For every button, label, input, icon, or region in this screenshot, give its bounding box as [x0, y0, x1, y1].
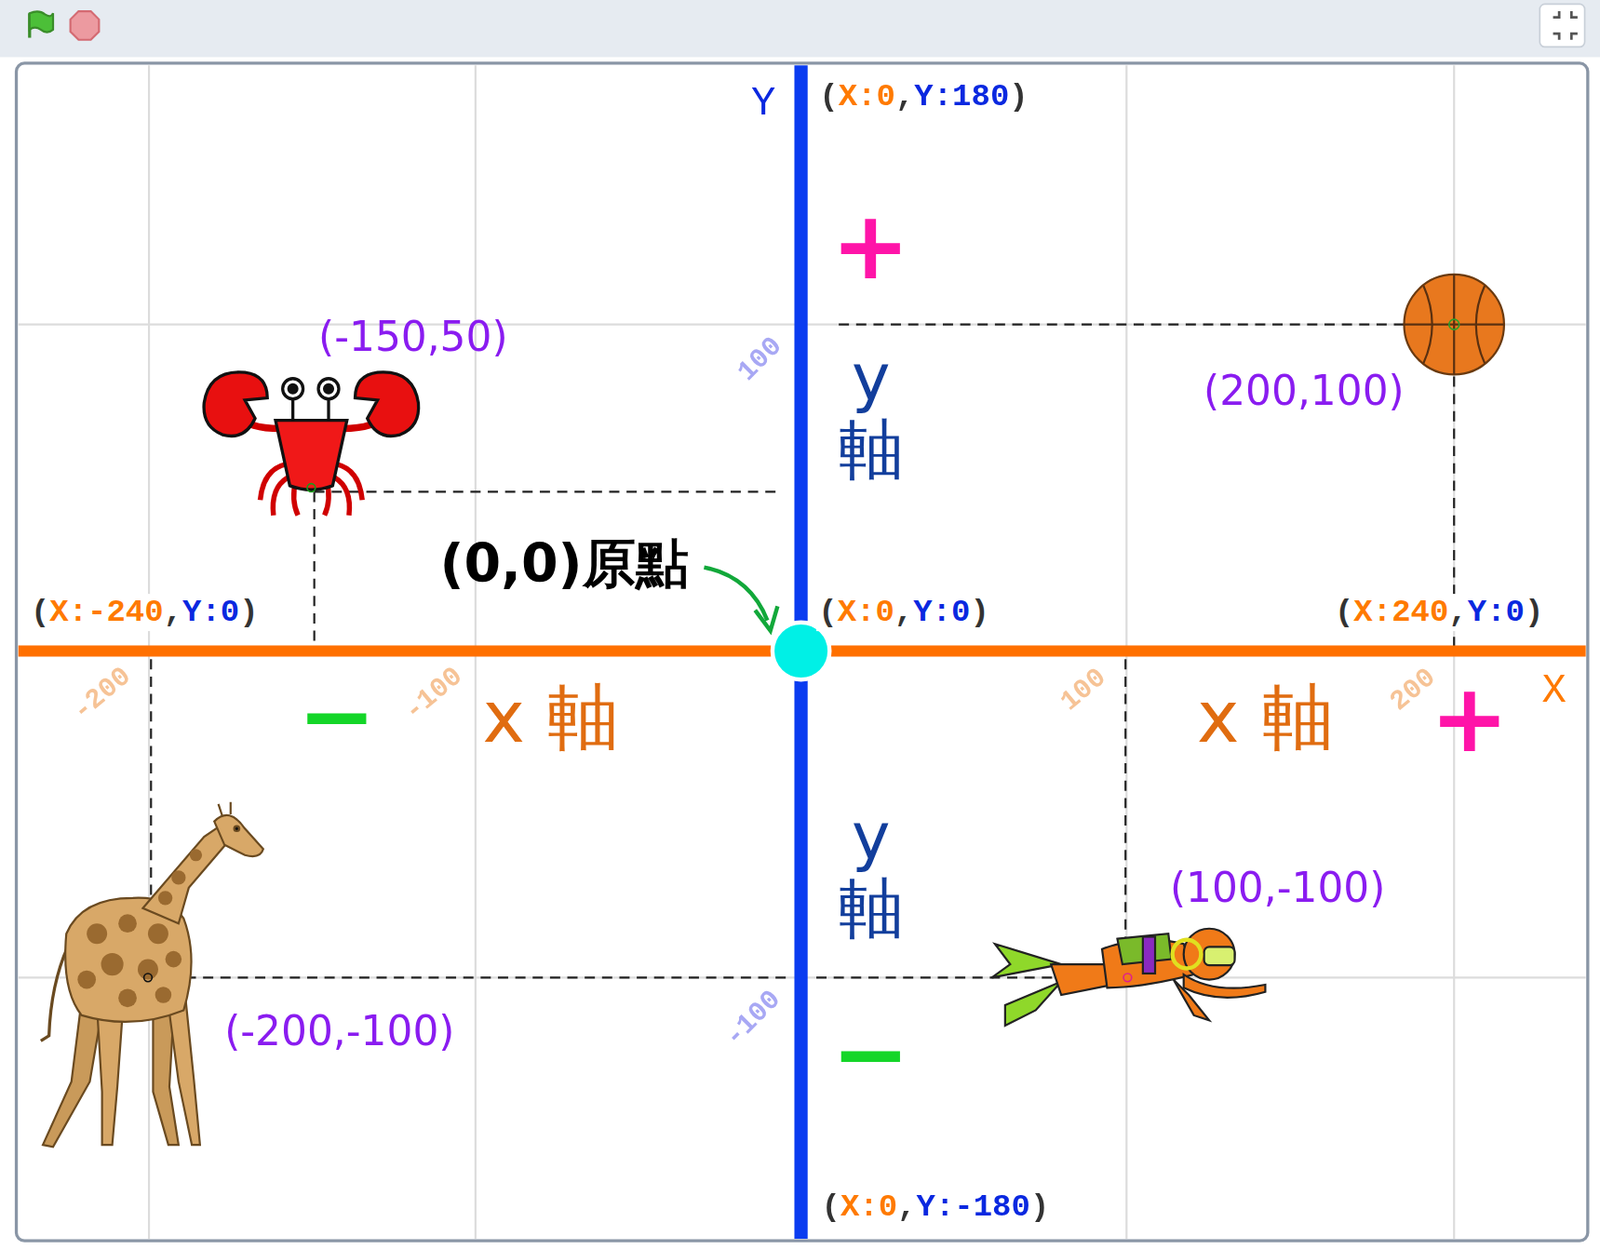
origin-label: (0,0)原點	[440, 533, 689, 595]
stage-frame	[16, 63, 1588, 1241]
minus-sign: −	[297, 669, 377, 764]
plus-sign: +	[831, 200, 911, 295]
minus-sign: −	[831, 1007, 911, 1102]
sprite-coordinate: (100,-100)	[1169, 864, 1385, 912]
stop-button	[70, 11, 100, 41]
coordinate-tag: (X:0,Y:180)	[819, 78, 1028, 115]
diver-sprite	[992, 928, 1266, 1026]
axis-name: x 軸	[1196, 675, 1334, 758]
tick-number: -200	[66, 660, 137, 728]
giraffe-sprite	[40, 802, 264, 1148]
coordinate-tag: (X:0,Y:0)	[816, 593, 992, 631]
coordinate-tag: (X:0,Y:-180)	[821, 1188, 1050, 1225]
axis-letter: Y	[751, 80, 776, 128]
plus-sign: +	[1429, 672, 1509, 767]
coordinate-tag: (X:-240,Y:0)	[28, 593, 261, 631]
top-bar	[0, 0, 1600, 57]
tick-number: 100	[1054, 661, 1114, 718]
sprite-coordinate: (200,100)	[1203, 367, 1405, 415]
origin-dot	[772, 622, 830, 680]
axis-name: y 軸	[836, 801, 906, 945]
grid-lines	[18, 65, 1587, 1239]
tick-number: -100	[718, 983, 788, 1053]
sprite-coordinate: (-200,-100)	[224, 1007, 455, 1054]
tick-number: -100	[398, 660, 470, 728]
tick-number: 100	[731, 330, 790, 389]
origin-arrow	[703, 567, 778, 632]
basketball-sprite	[1404, 274, 1505, 375]
sprite-coordinate: (-150,50)	[318, 313, 508, 361]
axis-name: x 軸	[483, 675, 620, 758]
axis-name: y 軸	[836, 341, 906, 485]
crab-sprite	[203, 372, 419, 516]
axis-letter: X	[1542, 668, 1567, 715]
coordinate-tag: (X:240,Y:0)	[1332, 593, 1547, 631]
fullscreen-button	[1539, 3, 1585, 47]
green-flag	[29, 11, 54, 38]
